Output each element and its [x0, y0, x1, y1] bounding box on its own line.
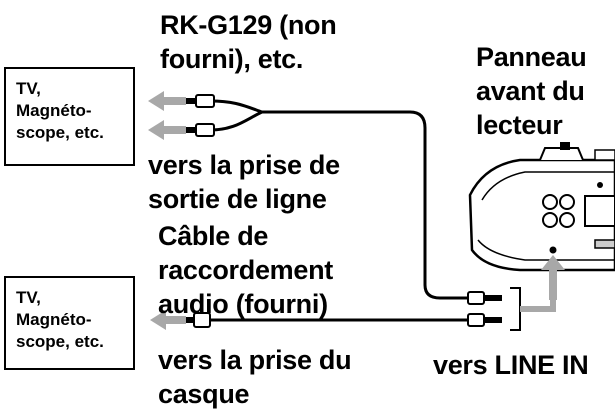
label-line: vers la prise du — [158, 345, 352, 375]
device-label-line: TV, — [16, 288, 41, 307]
label-line: casque — [158, 379, 250, 409]
device-label-line: Magnéto- — [16, 310, 92, 329]
line-in-label: vers LINE IN — [433, 350, 589, 380]
device-label-line: TV, — [16, 79, 41, 98]
player-buttons — [542, 194, 575, 228]
label-line: audio (fourni) — [158, 289, 328, 319]
line-in-jack — [549, 246, 557, 254]
label-line: Panneau — [476, 42, 587, 72]
label-line: fourni), etc. — [160, 44, 304, 74]
player-front-panel-label: Panneau avant du lecteur — [476, 40, 587, 142]
label-line: avant du — [476, 76, 585, 106]
arrow-up-icon — [541, 255, 565, 300]
device-label-line: scope, etc. — [16, 332, 104, 351]
tv-vcr-box-bottom: TV, Magnéto- scope, etc. — [4, 276, 135, 370]
label-line: vers la prise de — [148, 150, 340, 180]
arrow-left-icon — [150, 310, 186, 330]
label-line: lecteur — [476, 110, 563, 140]
cable-rk-g129-label: RK-G129 (non fourni), etc. — [160, 8, 337, 76]
rca-plug-icon — [186, 94, 215, 137]
line-out-label: vers la prise de sortie de ligne — [148, 148, 340, 216]
rca-cable — [209, 99, 468, 300]
tv-vcr-box-top: TV, Magnéto- scope, etc. — [4, 67, 135, 166]
arrow-left-icon — [148, 91, 186, 140]
mini-plug-icon — [186, 291, 502, 328]
label-line: Câble de — [158, 221, 269, 251]
device-label-line: Magnéto- — [16, 101, 92, 120]
audio-cable-label: Câble de raccordement audio (fourni) — [158, 219, 333, 321]
bracket-icon — [510, 287, 556, 331]
label-line: RK-G129 (non — [160, 10, 337, 40]
device-label-line: scope, etc. — [16, 123, 104, 142]
cd-player-icon — [468, 142, 615, 272]
label-line: raccordement — [158, 255, 333, 285]
label-line: sortie de ligne — [148, 184, 327, 214]
headphone-jack-label: vers la prise du casque — [158, 343, 352, 410]
